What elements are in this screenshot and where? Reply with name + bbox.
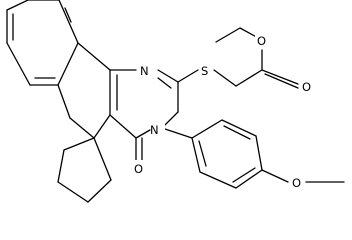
pyrimidinone-ring	[109, 69, 179, 161]
methoxyphenyl-ring	[161, 119, 345, 189]
dihydro-ring	[57, 42, 118, 139]
thioacetate-chain	[177, 27, 299, 89]
atom-o-carbonyl: O	[134, 162, 143, 176]
cyclopentane-ring	[57, 137, 112, 203]
atom-o-ester-ether: O	[257, 34, 266, 48]
atom-o-methoxy: O	[292, 176, 301, 190]
atom-labels: N N S O O O O	[132, 33, 314, 190]
atom-o-ester-carbonyl: O	[302, 80, 311, 94]
atom-s: S	[201, 64, 208, 78]
atom-n-top: N	[140, 64, 149, 78]
chemical-structure-diagram: N N S O O O O	[6, 0, 345, 203]
benzo-ring	[6, 0, 79, 86]
atom-n-bottom: N	[150, 123, 159, 137]
